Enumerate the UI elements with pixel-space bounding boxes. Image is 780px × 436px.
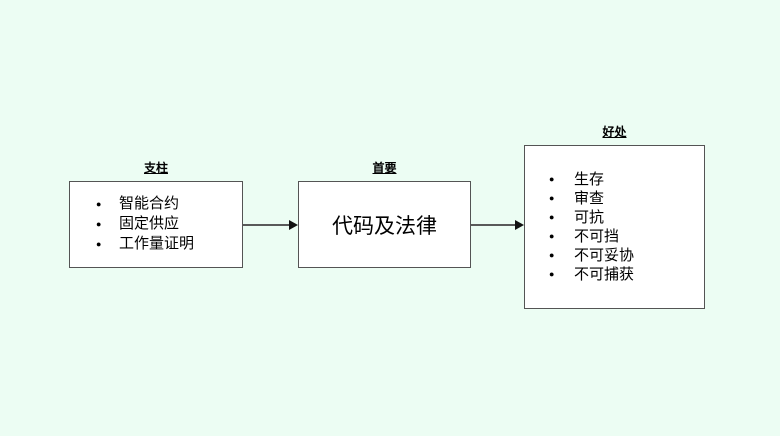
list-item: 不可捕获 [549,265,704,284]
list-item: 可抗 [549,208,704,227]
list-item: 不可妥协 [549,246,704,265]
benefits-bullet-list: 生存 审查 可抗 不可挡 不可妥协 不可捕获 [525,146,704,284]
node-benefits-label: 好处 [602,125,627,139]
pillars-bullet-list: 智能合约 固定供应 工作量证明 [70,182,242,254]
node-pillars-box: 智能合约 固定供应 工作量证明 [69,181,243,268]
list-item: 工作量证明 [96,234,242,254]
arrow-primary-to-benefits [471,220,524,230]
arrow-pillars-to-primary [243,220,298,230]
node-primary: 首要 代码及法律 [298,160,471,268]
list-item: 审查 [549,189,704,208]
node-benefits-box: 生存 审查 可抗 不可挡 不可妥协 不可捕获 [524,145,705,309]
list-item: 智能合约 [96,194,242,214]
list-item: 生存 [549,170,704,189]
node-primary-box: 代码及法律 [298,181,471,268]
list-item: 不可挡 [549,227,704,246]
node-pillars: 支柱 智能合约 固定供应 工作量证明 [69,160,243,268]
node-primary-label: 首要 [372,161,397,175]
node-benefits: 好处 生存 审查 可抗 不可挡 不可妥协 不可捕获 [524,124,705,309]
node-pillars-label: 支柱 [143,161,168,175]
list-item: 固定供应 [96,214,242,234]
